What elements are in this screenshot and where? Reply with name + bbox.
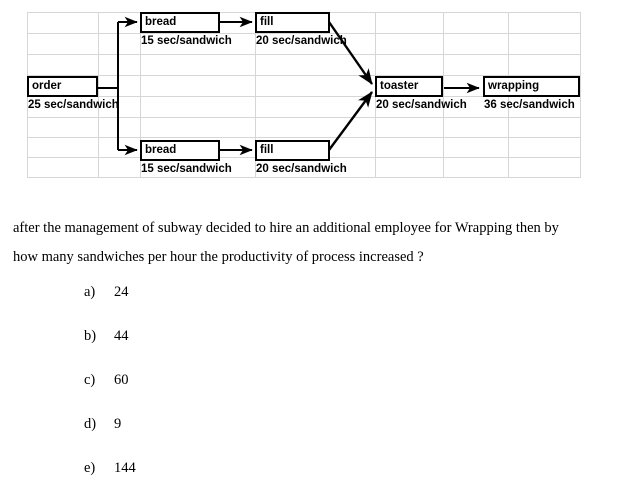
- process-time-bread-bottom: 15 sec/sandwich: [141, 163, 232, 175]
- process-node-order: order: [27, 76, 98, 97]
- process-node-fill-top: fill: [255, 12, 330, 33]
- question-line-1: after the management of subway decided t…: [13, 220, 559, 236]
- option-text-d: 9: [114, 416, 122, 432]
- answer-option-e[interactable]: e) 144: [84, 460, 484, 504]
- process-time-order: 25 sec/sandwich: [28, 99, 119, 111]
- question-line-2: how many sandwiches per hour the product…: [13, 249, 424, 265]
- option-text-c: 60: [114, 372, 129, 388]
- answer-option-b[interactable]: b) 44: [84, 328, 484, 372]
- process-node-bread-bottom: bread: [140, 140, 220, 161]
- option-text-e: 144: [114, 460, 136, 476]
- grid-row-line: [28, 137, 581, 138]
- process-node-fill-bottom: fill: [255, 140, 330, 161]
- diagram-content-clip: order 25 sec/sandwich bread 15 sec/sandw…: [27, 0, 580, 195]
- process-time-wrapping: 36 sec/sandwich: [484, 99, 575, 111]
- option-text-b: 44: [114, 328, 129, 344]
- grid-column-line: [255, 13, 256, 178]
- process-node-bread-top: bread: [140, 12, 220, 33]
- answer-options-list: a) 24 b) 44 c) 60 d) 9 e) 144: [84, 284, 484, 504]
- grid-row-line: [28, 117, 581, 118]
- process-flow-diagram: order 25 sec/sandwich bread 15 sec/sandw…: [0, 0, 636, 195]
- process-time-fill-top: 20 sec/sandwich: [256, 35, 347, 47]
- grid-row-line: [28, 177, 581, 178]
- option-letter-c: c): [84, 372, 96, 388]
- answer-option-d[interactable]: d) 9: [84, 416, 484, 460]
- grid-row-line: [28, 96, 581, 97]
- process-time-toaster: 20 sec/sandwich: [376, 99, 467, 111]
- grid-column-line: [580, 13, 581, 178]
- process-node-toaster: toaster: [375, 76, 443, 97]
- grid-row-line: [28, 54, 581, 55]
- process-node-wrapping: wrapping: [483, 76, 580, 97]
- process-time-fill-bottom: 20 sec/sandwich: [256, 163, 347, 175]
- option-letter-e: e): [84, 460, 96, 476]
- process-time-bread-top: 15 sec/sandwich: [141, 35, 232, 47]
- option-letter-a: a): [84, 284, 96, 300]
- answer-option-c[interactable]: c) 60: [84, 372, 484, 416]
- grid-column-line: [443, 13, 444, 178]
- option-letter-d: d): [84, 416, 97, 432]
- question-text: after the management of subway decided t…: [13, 214, 625, 272]
- grid-row-line: [28, 75, 581, 76]
- option-text-a: 24: [114, 284, 129, 300]
- grid-row-line: [28, 33, 581, 34]
- answer-option-a[interactable]: a) 24: [84, 284, 484, 328]
- option-letter-b: b): [84, 328, 97, 344]
- grid-column-line: [98, 13, 99, 178]
- grid-column-line: [140, 13, 141, 178]
